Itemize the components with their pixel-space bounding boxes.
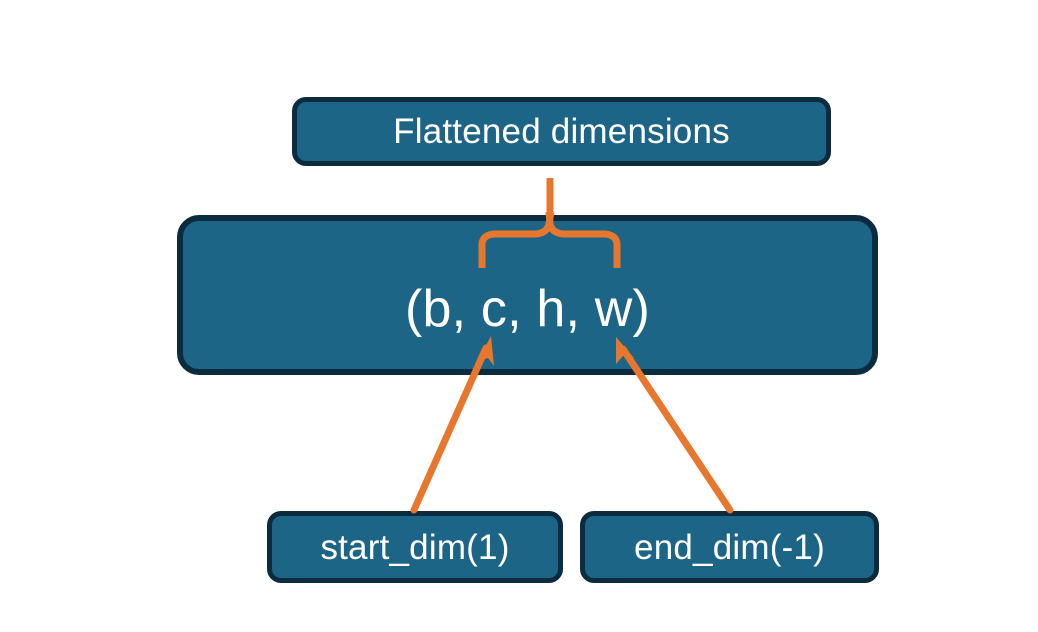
node-tensor-shape[interactable]: (b, c, h, w) [177,215,878,375]
node-flattened-dimensions-label: Flattened dimensions [393,112,730,151]
node-flattened-dimensions[interactable]: Flattened dimensions [292,97,831,166]
node-end-dim-label: end_dim(-1) [634,527,825,567]
node-start-dim[interactable]: start_dim(1) [267,511,563,583]
node-end-dim[interactable]: end_dim(-1) [580,511,879,583]
node-tensor-shape-label: (b, c, h, w) [404,280,651,338]
node-start-dim-label: start_dim(1) [320,527,510,567]
